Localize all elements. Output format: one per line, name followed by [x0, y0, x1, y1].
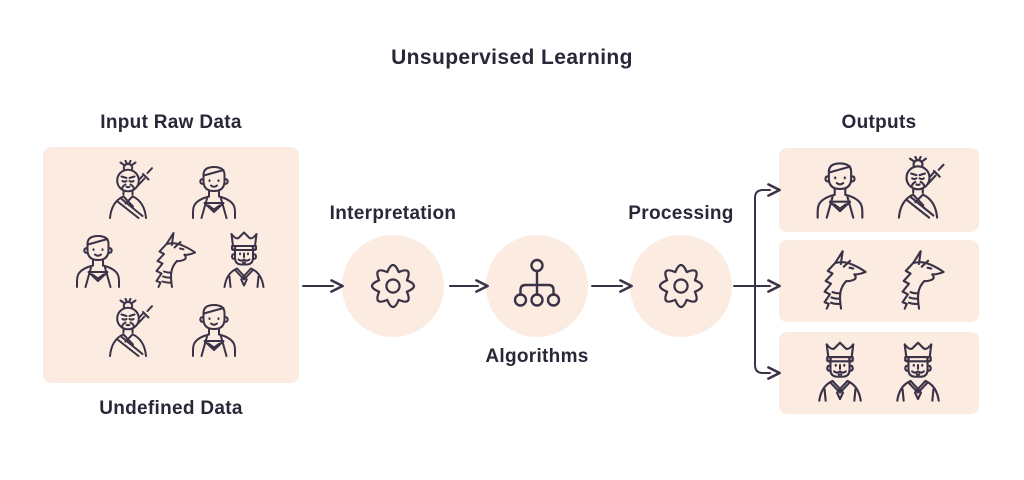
superhero-icon	[66, 229, 130, 293]
king-icon	[806, 339, 874, 407]
undefined-data-label: Undefined Data	[99, 398, 243, 419]
processing-circle	[630, 235, 732, 337]
dragon-icon	[139, 229, 203, 293]
output-group-1	[779, 148, 979, 232]
input-characters-row-1	[96, 160, 246, 224]
king-icon	[212, 229, 276, 293]
output-group-2	[779, 240, 979, 322]
samurai-icon	[884, 156, 952, 224]
diagram-title: Unsupervised Learning	[391, 46, 633, 69]
outputs-label: Outputs	[841, 112, 917, 133]
gear-icon	[651, 256, 711, 316]
superhero-icon	[806, 156, 874, 224]
input-raw-data-label: Input Raw Data	[100, 112, 242, 133]
superhero-icon	[182, 298, 246, 362]
input-characters-row-3	[96, 298, 246, 362]
samurai-icon	[96, 298, 160, 362]
gear-icon	[363, 256, 423, 316]
algorithms-label: Algorithms	[485, 346, 589, 367]
output-group-3	[779, 332, 979, 414]
samurai-icon	[96, 160, 160, 224]
hierarchy-icon	[505, 254, 569, 318]
dragon-icon	[806, 247, 874, 315]
dragon-icon	[884, 247, 952, 315]
interpretation-circle	[342, 235, 444, 337]
processing-label: Processing	[628, 203, 734, 224]
input-raw-data-panel	[43, 147, 299, 383]
king-icon	[884, 339, 952, 407]
input-characters-row-2	[66, 229, 276, 293]
superhero-icon	[182, 160, 246, 224]
interpretation-label: Interpretation	[329, 203, 457, 224]
algorithms-circle	[486, 235, 588, 337]
arrow-branch-to-output-3	[754, 285, 781, 380]
